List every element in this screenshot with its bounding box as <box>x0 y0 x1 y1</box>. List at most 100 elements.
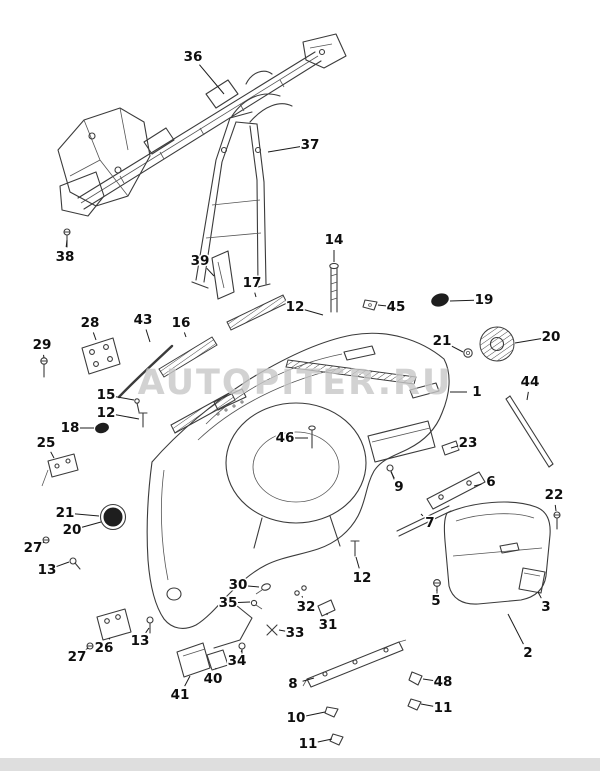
part-instrument-panel <box>146 332 460 649</box>
watermark: AUTOPITER.RU <box>138 363 453 403</box>
under-dash-parts <box>238 464 441 657</box>
callout-34: 34 <box>228 653 247 669</box>
callout-22: 22 <box>545 487 564 503</box>
part-center-support-frame <box>191 93 293 289</box>
defroster-grille <box>285 359 417 385</box>
callout-46: 46 <box>276 430 295 446</box>
leader-line <box>237 601 251 604</box>
lower-rail-8 <box>306 641 404 688</box>
callout-23: 23 <box>459 435 478 451</box>
callout-25: 25 <box>37 435 56 451</box>
leader-line <box>450 345 464 353</box>
left-speaker <box>99 503 127 531</box>
bottom-bar <box>0 758 600 771</box>
glovebox-recess <box>367 420 436 463</box>
glove-box <box>443 501 551 605</box>
callout-2: 2 <box>523 645 532 661</box>
leader-line <box>247 585 260 588</box>
leader-line <box>526 391 529 401</box>
leader-line <box>183 332 187 338</box>
leader-line <box>267 146 301 153</box>
pins-and-bolts <box>134 262 378 557</box>
callout-19: 19 <box>475 292 494 308</box>
callout-36: 36 <box>184 49 203 65</box>
leader-line <box>377 304 387 307</box>
part-lower-bracket-39 <box>211 250 235 300</box>
glovebox-latch-3 <box>518 567 546 594</box>
leader-line <box>41 541 45 544</box>
leader-line <box>507 613 524 645</box>
vent-left <box>213 388 247 411</box>
leader-line <box>422 678 434 682</box>
leader-line <box>449 299 475 302</box>
callout-6: 6 <box>486 474 495 490</box>
callout-16: 16 <box>172 315 191 331</box>
parts-40-41 <box>176 642 229 678</box>
callout-32: 32 <box>297 599 316 615</box>
bracket-23 <box>441 440 460 456</box>
leader-line <box>50 451 55 459</box>
leader-line <box>305 711 326 717</box>
callout-28: 28 <box>81 315 100 331</box>
leader-line <box>206 267 215 277</box>
callout-44: 44 <box>521 374 540 390</box>
callout-33: 33 <box>286 625 305 641</box>
callout-20: 20 <box>542 329 561 345</box>
clip-10 <box>324 706 339 718</box>
leader-line <box>84 647 89 652</box>
callout-31: 31 <box>319 617 338 633</box>
leader-line <box>81 521 102 528</box>
callout-38: 38 <box>56 249 75 265</box>
callout-12: 12 <box>286 299 305 315</box>
part-41 <box>176 642 211 678</box>
grommet-knobs <box>95 293 449 434</box>
callout-27: 27 <box>68 649 87 665</box>
leader-line <box>420 513 424 517</box>
callout-45: 45 <box>387 299 406 315</box>
callout-41: 41 <box>171 687 190 703</box>
callout-20: 20 <box>63 522 82 538</box>
leader-line <box>302 677 315 682</box>
leader-line <box>390 471 395 479</box>
leader-line <box>199 64 225 95</box>
part-40 <box>206 649 229 671</box>
callout-11: 11 <box>434 700 453 716</box>
callout-11: 11 <box>299 736 318 752</box>
right-speaker <box>463 326 515 362</box>
callout-13: 13 <box>131 633 150 649</box>
callout-8: 8 <box>288 676 297 692</box>
callout-3: 3 <box>541 599 550 615</box>
callout-1: 1 <box>472 384 481 400</box>
steering-opening <box>225 402 367 524</box>
callout-40: 40 <box>204 671 223 687</box>
callout-7: 7 <box>425 515 434 531</box>
callout-21: 21 <box>56 505 75 521</box>
left-fasteners <box>40 228 154 650</box>
part-crossbar-beam <box>57 33 347 217</box>
vent-right <box>409 382 440 399</box>
leader-line <box>240 649 243 653</box>
bracket-6 <box>426 471 486 510</box>
right-brackets <box>396 395 561 537</box>
leader-line <box>74 513 100 517</box>
callout-21: 21 <box>433 333 452 349</box>
leader-line <box>514 338 542 344</box>
leader-line <box>304 309 324 316</box>
callout-43: 43 <box>134 312 153 328</box>
grommet-19 <box>431 293 449 307</box>
bracket-7 <box>396 505 452 537</box>
leader-line <box>554 504 557 512</box>
callout-5: 5 <box>431 593 440 609</box>
clip-11-right <box>407 698 422 711</box>
side-molding-44 <box>505 395 554 468</box>
leader-line <box>473 483 482 487</box>
callout-9: 9 <box>394 479 403 495</box>
callout-18: 18 <box>61 420 80 436</box>
callout-10: 10 <box>287 710 306 726</box>
callout-30: 30 <box>229 577 248 593</box>
leader-line <box>145 627 150 634</box>
callout-29: 29 <box>33 337 52 353</box>
clip-48 <box>408 671 423 686</box>
